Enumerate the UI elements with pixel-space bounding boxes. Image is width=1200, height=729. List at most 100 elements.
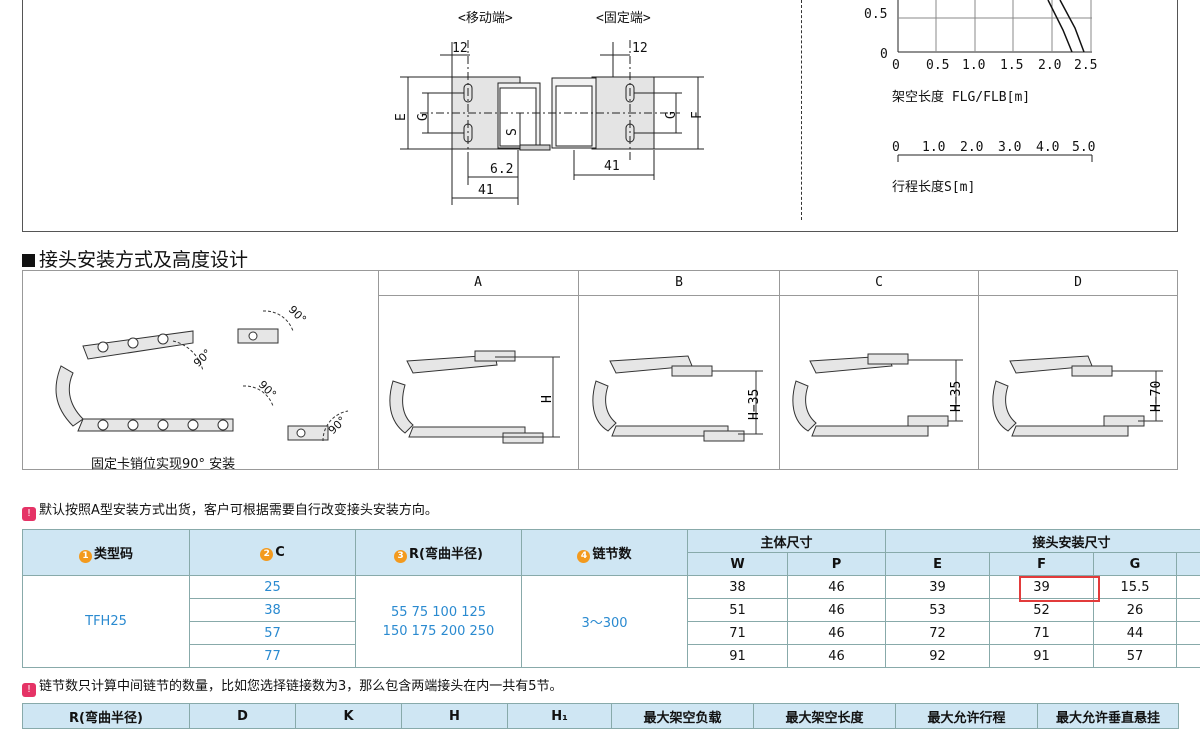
cell-S: 10 [1176, 621, 1200, 645]
alert-icon: ! [22, 683, 36, 697]
header-D: D [189, 703, 296, 729]
cell-G: 57 [1093, 644, 1178, 668]
height-label-C: H−35 [949, 381, 964, 412]
x-tick-2.0: 2.0 [1038, 58, 1061, 73]
cell-S: 9 [1176, 575, 1200, 599]
x2-tick-4: 4.0 [1036, 140, 1059, 155]
height-label-B: H−35 [747, 389, 762, 420]
cell-P: 46 [786, 598, 887, 622]
fixed-end-label: <固定端> [596, 11, 651, 26]
cell-W: 71 [687, 621, 788, 645]
number-4-icon: 4 [577, 549, 591, 563]
cell-F: 91 [989, 644, 1095, 668]
col-divider [978, 271, 979, 469]
chain-diagram-A: H [389, 350, 560, 444]
sub-G: G [1093, 552, 1178, 576]
header-H1: H₁ [507, 703, 612, 729]
cell-P: 46 [786, 575, 887, 599]
c-value: 25 [189, 575, 356, 599]
sub-S: S [1176, 552, 1200, 576]
joint-dimension-drawing: <移动端> <固定端> 12 12 6.2 41 41 E G S G F [394, 11, 705, 205]
angle-label: 90° [191, 347, 214, 370]
note-shipping: !默认按照A型安装方式出货，客户可根据需要自行改变接头安装方向。 [22, 499, 438, 521]
links-range: 3～300 [521, 575, 688, 668]
angle-label: 90° [286, 303, 309, 326]
cell-W: 91 [687, 644, 788, 668]
header-K: K [295, 703, 402, 729]
header-max-stroke: 最大允许行程 [895, 703, 1038, 729]
dim-G-left: G [416, 113, 431, 121]
col-header-C: C [780, 271, 978, 296]
cell-F: 71 [989, 621, 1095, 645]
cell-S: 10 [1176, 598, 1200, 622]
c-value: 77 [189, 644, 356, 668]
cell-W: 38 [687, 575, 788, 599]
sub-F: F [989, 552, 1095, 576]
col-divider [378, 271, 379, 469]
highlight-box [1019, 576, 1100, 602]
sub-E: E [885, 552, 991, 576]
rotation-illustration: 90° 90° 90° 90° [55, 303, 349, 442]
x2-axis-label: 行程长度S[m] [892, 179, 975, 195]
cell-S: 10 [1176, 644, 1200, 668]
col-header-A: A [378, 271, 578, 296]
col-divider [779, 271, 780, 469]
header-body: 主体尺寸 [686, 529, 887, 553]
dim-6-2: 6.2 [490, 162, 513, 177]
cell-W: 51 [687, 598, 788, 622]
spec-table-2: R(弯曲半径) D K H H₁ 最大架空负载 最大架空长度 最大允许行程 最大… [22, 703, 1179, 729]
x-tick-0: 0 [892, 58, 900, 73]
cell-G: 15.5 [1093, 575, 1178, 599]
divider-dashed [801, 0, 802, 220]
x2-tick-5: 5.0 [1072, 140, 1095, 155]
cell-P: 46 [786, 621, 887, 645]
x2-tick-1: 1.0 [922, 140, 945, 155]
dim-E: E [394, 113, 409, 121]
height-label-A: H [540, 395, 555, 403]
movable-end-label: <移动端> [458, 11, 513, 26]
x-tick-1.0: 1.0 [962, 58, 985, 73]
dim-41-right: 41 [604, 159, 620, 174]
c-value: 57 [189, 621, 356, 645]
dim-12-left: 12 [452, 41, 468, 56]
section-title: 接头安装方式及高度设计 [22, 245, 248, 272]
cell-P: 46 [786, 644, 887, 668]
angle-label: 90° [326, 414, 349, 437]
sub-P: P [786, 552, 887, 576]
x2-tick-3: 3.0 [998, 140, 1021, 155]
height-label-D: H−70 [1149, 381, 1164, 412]
table-row: 77 91 46 92 91 57 10 [23, 644, 1200, 668]
cell-G: 44 [1093, 621, 1178, 645]
x-tick-1.5: 1.5 [1000, 58, 1023, 73]
cell-E: 72 [885, 621, 991, 645]
header-max-span: 最大架空长度 [753, 703, 896, 729]
header-H: H [401, 703, 508, 729]
cell-E: 92 [885, 644, 991, 668]
y-tick-0: 0 [880, 47, 888, 62]
col-header-B: B [579, 271, 779, 296]
note-links: !链节数只计算中间链节的数量，比如您选择链接数为3，那么包含两端接头在内一共有5… [22, 675, 563, 697]
span-length-chart: 0.5 0 0 0.5 1.0 1.5 2.0 2.5 架空长度 FLG/FLB… [864, 0, 1097, 195]
alert-icon: ! [22, 507, 36, 521]
dim-G-right: G [664, 111, 679, 119]
col-header-D: D [979, 271, 1177, 296]
header-r: R(弯曲半径) [22, 703, 190, 729]
header-max-vertical: 最大允许垂直悬挂 [1037, 703, 1179, 729]
dim-F: F [690, 111, 705, 119]
dim-S: S [505, 128, 520, 136]
number-3-icon: 3 [394, 549, 408, 563]
left-caption: 固定卡销位实现90° 安装 [91, 457, 236, 472]
chain-diagram-C: H−35 [792, 353, 964, 437]
sub-W: W [687, 552, 788, 576]
header-max-load: 最大架空负载 [611, 703, 754, 729]
col-divider [578, 271, 579, 469]
c-value: 38 [189, 598, 356, 622]
x-tick-0.5: 0.5 [926, 58, 949, 73]
header-joint: 接头安装尺寸 [885, 529, 1200, 553]
